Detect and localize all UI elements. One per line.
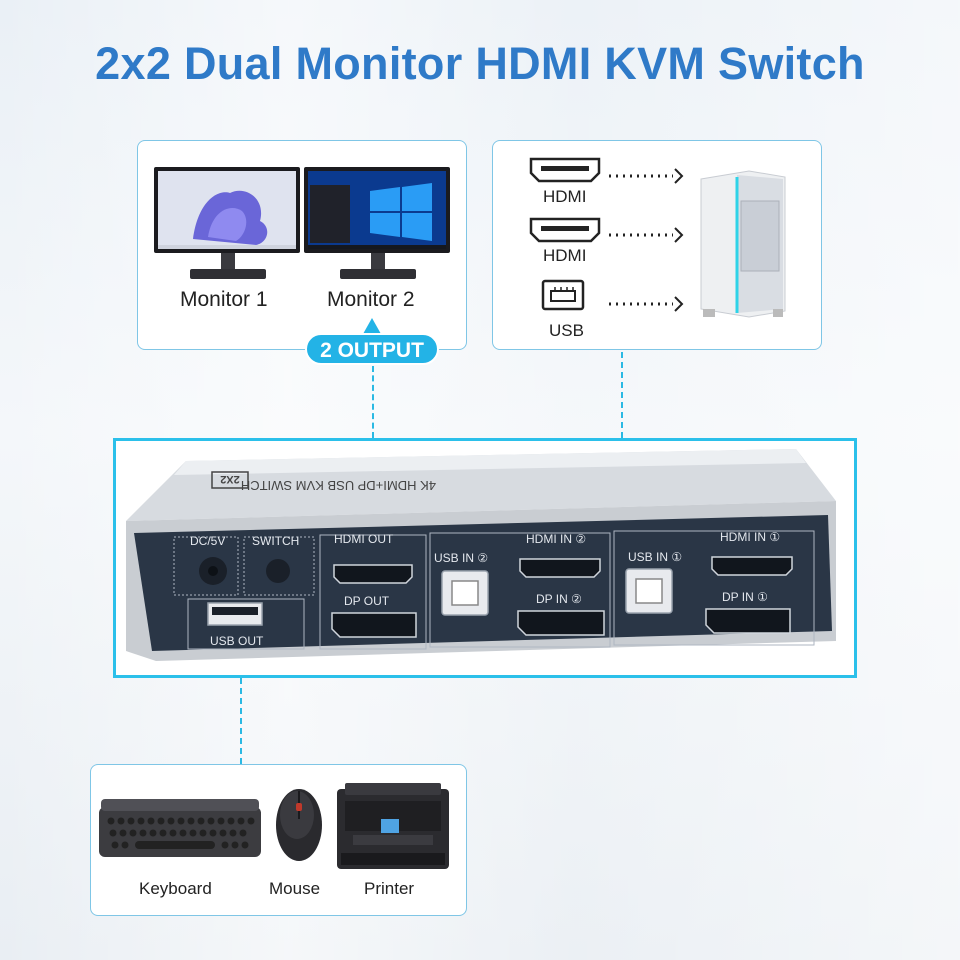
connector-line-computer [621, 352, 623, 438]
pc-tower-icon [700, 170, 786, 318]
connections-illustration [529, 157, 786, 318]
port-label-dc: DC/5V [190, 534, 225, 548]
mouse-icon [276, 789, 322, 861]
connection-label-usb: USB [549, 321, 584, 340]
peripherals-illustration [99, 783, 449, 869]
port-label-usb-out: USB OUT [210, 634, 264, 648]
connection-label-hdmi-2: HDMI [543, 246, 587, 265]
kvm-device-frame: 4K HDMI+DP USB KVM SWITCH 2X2 DC/5V SWIT… [113, 438, 857, 678]
device-model-badge: 2X2 [220, 473, 240, 485]
printer-icon [337, 783, 449, 869]
computer-connections-card: HDMI HDMI USB [492, 140, 822, 350]
peripheral-label-mouse: Mouse [269, 879, 321, 898]
port-label-usb-in-1: USB IN ① [628, 550, 682, 564]
peripherals-card: Keyboard Mouse Printer [90, 764, 467, 916]
port-label-hdmi-in-2: HDMI IN ② [526, 532, 586, 546]
port-label-hdmi-in-1: HDMI IN ① [720, 530, 780, 544]
hdmi-connector-icon [529, 217, 601, 243]
connector-line-monitors [372, 366, 374, 438]
monitors-illustration [154, 167, 450, 279]
connection-label-hdmi-1: HDMI [543, 187, 587, 206]
output-badge: 2 OUTPUT [305, 333, 439, 365]
connector-line-peripherals [240, 678, 242, 764]
monitors-card: Monitor 1 Monitor 2 [137, 140, 467, 350]
port-label-dp-in-1: DP IN ① [722, 590, 768, 604]
monitor-1-icon [154, 167, 300, 279]
port-label-switch: SWITCH [252, 534, 299, 548]
port-label-dp-in-2: DP IN ② [536, 592, 582, 606]
page-title: 2x2 Dual Monitor HDMI KVM Switch [95, 38, 865, 89]
monitor-1-label: Monitor 1 [180, 288, 268, 311]
port-label-usb-in-2: USB IN ② [434, 551, 488, 565]
usb-b-connector-icon [541, 279, 585, 311]
port-label-hdmi-out: HDMI OUT [334, 532, 394, 546]
kvm-switch-device: 4K HDMI+DP USB KVM SWITCH 2X2 DC/5V SWIT… [126, 449, 836, 661]
keyboard-icon [99, 799, 261, 857]
output-badge-pointer [363, 318, 381, 334]
hdmi-connector-icon [529, 157, 601, 183]
port-label-dp-out: DP OUT [344, 594, 390, 608]
monitor-2-label: Monitor 2 [327, 288, 415, 311]
device-top-text: 4K HDMI+DP USB KVM SWITCH [241, 478, 436, 493]
peripheral-label-printer: Printer [364, 879, 415, 898]
monitor-2-icon [304, 167, 450, 279]
peripheral-label-keyboard: Keyboard [139, 879, 212, 898]
